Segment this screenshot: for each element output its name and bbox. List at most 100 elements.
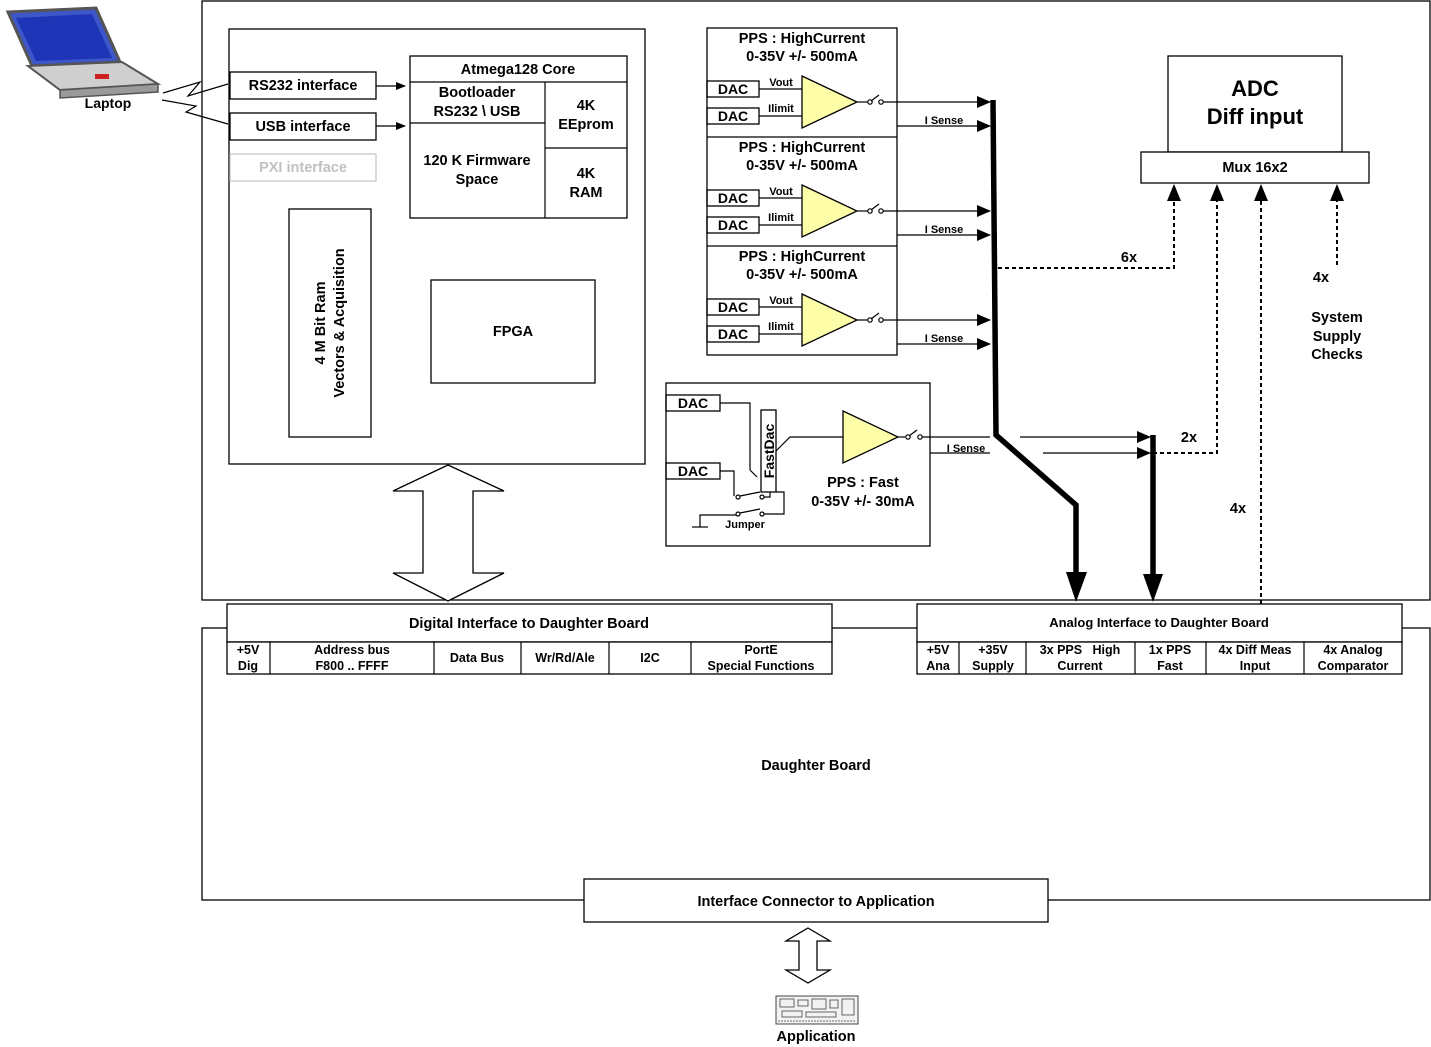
amplifier-icon — [842, 409, 900, 465]
dig-cell-5v-line1: +5V — [237, 643, 260, 657]
amplifier-icon — [801, 74, 859, 130]
pps-high-1-range: 0-35V +/- 500mA — [746, 49, 858, 65]
pps-high-3-dac2: DAC — [718, 326, 748, 342]
core-title: Atmega128 Core — [461, 62, 575, 78]
pps-high-3-dac1: DAC — [718, 299, 748, 315]
mux-block — [1140, 151, 1370, 184]
pps-high-1-ilimit: Ilimit — [768, 103, 794, 115]
fastdac-label: FastDac — [761, 424, 777, 479]
pps-high-2-ilimit: Ilimit — [768, 212, 794, 224]
ana-cell-diffmeas-line1: 4x Diff Meas — [1219, 643, 1292, 657]
fpga-block — [430, 279, 596, 384]
processor-area — [228, 28, 646, 465]
dig-cell-databus: Data Bus — [450, 651, 504, 665]
ram-block — [288, 208, 372, 438]
ana-cell-35v-line2: Supply — [972, 659, 1014, 673]
eeprom-line1: 4K — [577, 98, 596, 114]
pps-high-2-vout: Vout — [769, 186, 793, 198]
analog-interface — [916, 603, 1403, 643]
dig-cell-5v-line2: Dig — [238, 659, 258, 673]
pps-high-1-isense: I Sense — [925, 115, 964, 127]
pps-high-3-range: 0-35V +/- 500mA — [746, 267, 858, 283]
dig-cell-i2c: I2C — [640, 651, 659, 665]
system-supply-line2: Supply — [1313, 329, 1361, 345]
mux-label: Mux 16x2 — [1222, 160, 1287, 176]
pps-fast-isense: I Sense — [947, 443, 986, 455]
application-label: Application — [777, 1029, 856, 1045]
fpga-label: FPGA — [493, 324, 534, 340]
pps-high-3-isense: I Sense — [925, 333, 964, 345]
usb-interface-label: USB interface — [255, 119, 350, 135]
fast-to-mux-2x — [1153, 192, 1218, 454]
dig-cell-porte-line1: PortE — [744, 643, 777, 657]
count-2x: 2x — [1181, 430, 1197, 446]
application-card-icon — [775, 995, 859, 1025]
ram-line1: 4K — [577, 166, 596, 182]
wireless-link-usb — [161, 99, 229, 125]
count-4x-diff: 4x — [1230, 501, 1246, 517]
pps-high-1-vout: Vout — [769, 77, 793, 89]
pps-high-1: PPS : HighCurrent 0-35V +/- 500mA DAC DA… — [706, 31, 991, 132]
adc-title-line1: ADC — [1231, 76, 1279, 101]
pps-high-2-title: PPS : HighCurrent — [739, 140, 866, 156]
application-double-arrow — [783, 927, 833, 984]
system-supply-line1: System — [1311, 310, 1363, 326]
ana-cell-pps-fast-line1: 1x PPS — [1149, 643, 1191, 657]
analog-interface-title: Analog Interface to Daughter Board — [1049, 615, 1269, 630]
wireless-link-rs232 — [162, 80, 229, 98]
pps-high-2: PPS : HighCurrent 0-35V +/- 500mA DAC DA… — [706, 140, 991, 241]
pps-fast-dac1: DAC — [678, 395, 708, 411]
dig-cell-address-line2: F800 .. FFFF — [316, 659, 389, 673]
bootloader-line2: RS232 \ USB — [433, 104, 520, 120]
count-6x: 6x — [1121, 250, 1137, 266]
pps-high-2-dac2: DAC — [718, 217, 748, 233]
pxi-interface-box — [229, 153, 377, 182]
system-supply-line3: Checks — [1311, 347, 1363, 363]
dig-cell-wrrdale: Wr/Rd/Ale — [535, 651, 595, 665]
sense-to-mux-6x — [998, 192, 1175, 269]
pps-high-3: PPS : HighCurrent 0-35V +/- 500mA DAC DA… — [706, 249, 991, 350]
dig-cell-porte-line2: Special Functions — [708, 659, 815, 673]
ana-cell-pps-fast-line2: Fast — [1157, 659, 1184, 673]
bootloader-line1: Bootloader — [439, 85, 516, 101]
pps-high-3-ilimit: Ilimit — [768, 321, 794, 333]
ana-cell-pps-high-line2: Current — [1057, 659, 1103, 673]
pps-fast-title: PPS : Fast — [827, 475, 899, 491]
rs232-interface-label: RS232 interface — [249, 78, 358, 94]
ram-block-line2: Vectors & Acquisition — [332, 248, 348, 397]
pxi-interface-label: PXI interface — [259, 160, 347, 176]
ana-cell-35v-line1: +35V — [978, 643, 1008, 657]
pps-high-1-dac2: DAC — [718, 108, 748, 124]
ana-cell-comparator-line1: 4x Analog — [1323, 643, 1382, 657]
count-4x-supply: 4x — [1313, 270, 1329, 286]
digital-bus-double-arrow — [392, 464, 505, 602]
pps-fast-range: 0-35V +/- 30mA — [811, 494, 915, 510]
ana-cell-5v-line2: Ana — [926, 659, 951, 673]
ram-line2: RAM — [569, 185, 602, 201]
atmega-core — [409, 55, 628, 219]
amplifier-icon — [801, 183, 859, 239]
pps-high-3-vout: Vout — [769, 295, 793, 307]
highcurrent-bus — [990, 99, 1079, 592]
pps-high-3-title: PPS : HighCurrent — [739, 249, 866, 265]
pps-high-1-dac1: DAC — [718, 81, 748, 97]
ana-cell-pps-high-line1: 3x PPS High — [1040, 643, 1121, 657]
ram-block-line1: 4 M Bit Ram — [313, 282, 329, 365]
main-board — [201, 0, 1431, 601]
ana-cell-diffmeas-line2: Input — [1240, 659, 1271, 673]
pps-fast-dac2: DAC — [678, 463, 708, 479]
amplifier-icon — [801, 292, 859, 348]
eeprom-line2: EEprom — [558, 117, 614, 133]
pps-high-2-isense: I Sense — [925, 224, 964, 236]
firmware-line2: Space — [456, 172, 499, 188]
jumper-label: Jumper — [725, 519, 765, 531]
pps-high-1-title: PPS : HighCurrent — [739, 31, 866, 47]
ana-cell-comparator-line2: Comparator — [1318, 659, 1389, 673]
interface-connector — [583, 878, 1049, 923]
dig-cell-address-line1: Address bus — [314, 643, 390, 657]
adc-title-line2: Diff input — [1207, 104, 1304, 129]
digital-interface — [226, 603, 833, 643]
interface-connector-label: Interface Connector to Application — [697, 894, 934, 910]
daughter-board-label: Daughter Board — [761, 758, 871, 774]
